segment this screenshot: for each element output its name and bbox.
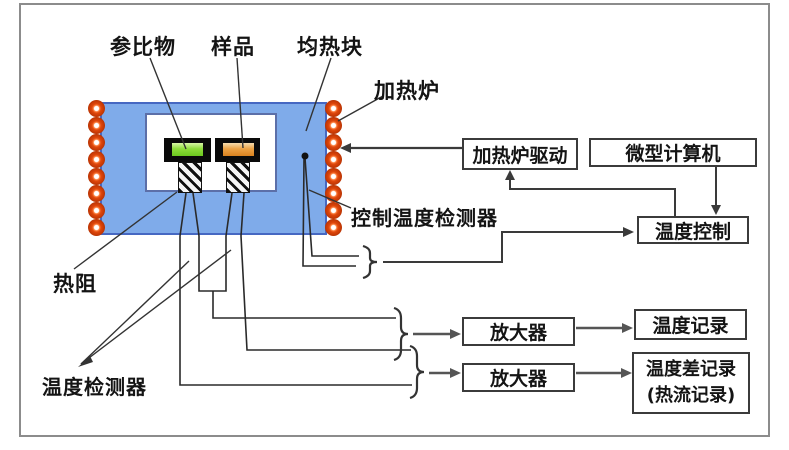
heater-coil-icon — [325, 100, 342, 117]
heater-coil-icon — [88, 202, 105, 219]
leader-heat-sink — [305, 57, 332, 132]
heater-coil-icon — [88, 151, 105, 168]
box-temp-control: 温度控制 — [637, 216, 749, 244]
box-temp-record-label: 温度记录 — [652, 315, 729, 337]
label-control-temp-detector: 控制温度检测器 — [351, 206, 498, 230]
box-computer: 微型计算机 — [589, 138, 757, 167]
junction-u-wire — [192, 192, 233, 292]
reference-pan — [164, 138, 211, 162]
arrowhead — [622, 323, 633, 333]
heater-coil-icon — [325, 168, 342, 185]
reference-wire — [179, 192, 412, 386]
box-temp-record: 温度记录 — [634, 309, 747, 340]
heater-coil-icon — [88, 219, 105, 236]
brace-icon — [362, 244, 378, 280]
sample-pan — [215, 138, 260, 162]
box-furnace-drive-label: 加热炉驱动 — [472, 144, 568, 167]
leader-temp-detector — [80, 249, 232, 365]
heater-coil-icon — [325, 117, 342, 134]
label-temp-detector: 温度检测器 — [42, 375, 147, 399]
box-amplifier-2-label: 放大器 — [489, 368, 547, 390]
reference-material — [172, 143, 203, 156]
label-reference: 参比物 — [110, 35, 176, 59]
leader-sample — [236, 57, 244, 149]
label-thermal-resistance: 热阻 — [53, 272, 97, 296]
leader-reference — [149, 57, 187, 150]
arrowhead — [450, 368, 461, 378]
sample-pedestal — [226, 162, 250, 193]
arrowhead — [340, 143, 351, 153]
heater-coil-icon — [325, 151, 342, 168]
brace-icon — [393, 306, 409, 362]
box-amplifier-1-label: 放大器 — [489, 322, 547, 344]
heater-coil-icon — [88, 100, 105, 117]
heater-coil-icon — [88, 168, 105, 185]
leader-temp-detector — [80, 260, 190, 365]
heater-coil-icon — [325, 185, 342, 202]
arrowhead — [450, 329, 461, 339]
box-diff-record-line2: (热流记录) — [646, 385, 736, 406]
reference-pedestal — [178, 162, 202, 193]
box-amplifier-2: 放大器 — [462, 363, 575, 392]
leader-control-detector — [308, 189, 352, 209]
heater-coil-icon — [88, 134, 105, 151]
heater-coil-icon — [88, 117, 105, 134]
control-to-drive-line — [509, 179, 676, 216]
brace-icon — [409, 344, 425, 400]
arrowhead — [623, 227, 634, 237]
u-tap-wire — [212, 291, 396, 319]
heater-coil-icon — [325, 219, 342, 236]
arrowhead — [78, 356, 93, 367]
heater-coil-icon — [325, 202, 342, 219]
box-diff-record-line1: 温度差记录 — [646, 358, 736, 380]
label-furnace: 加热炉 — [374, 79, 440, 103]
control-signal-line — [383, 231, 626, 263]
box-furnace-drive: 加热炉驱动 — [462, 138, 578, 170]
arrowhead — [621, 368, 632, 378]
leader-thermal-resistance — [73, 191, 178, 270]
box-amplifier-1: 放大器 — [462, 317, 575, 346]
box-diff-record: 温度差记录 (热流记录) — [632, 352, 750, 414]
box-computer-label: 微型计算机 — [625, 143, 721, 165]
arrowhead — [711, 205, 721, 215]
box-temp-control-label: 温度控制 — [654, 220, 731, 243]
control-detector-dot — [301, 152, 309, 160]
label-heat-sink-block: 均热块 — [297, 35, 363, 59]
leader-furnace — [337, 95, 384, 122]
heater-coil-icon — [88, 185, 105, 202]
control-detector-wire — [302, 157, 356, 267]
control-detector-wire — [304, 157, 359, 257]
heater-coil-icon — [325, 134, 342, 151]
sample-material — [223, 143, 254, 156]
label-sample: 样品 — [211, 35, 255, 59]
arrowhead — [505, 170, 515, 180]
sample-wire — [240, 192, 411, 351]
